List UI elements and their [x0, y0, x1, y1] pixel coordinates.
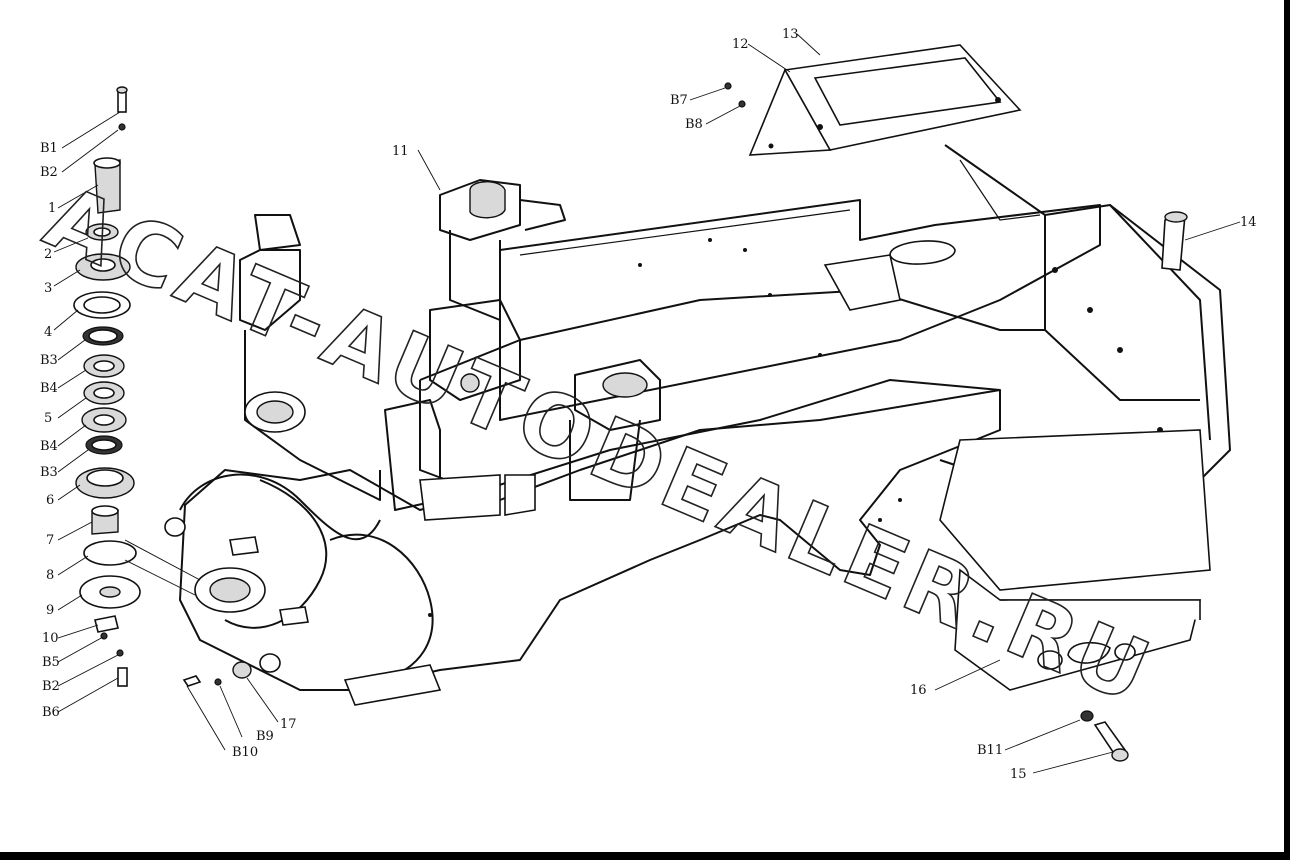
callout-B4-a: B4	[40, 381, 58, 396]
bolt-15	[1080, 710, 1129, 762]
frame-border-right	[1284, 0, 1290, 860]
callout-3: 3	[44, 281, 52, 296]
counterweight-16	[939, 429, 1211, 691]
callout-14: 14	[1240, 215, 1257, 230]
callout-B11: B11	[977, 743, 1003, 758]
callout-16: 16	[910, 683, 927, 698]
frame-border-bottom	[0, 852, 1290, 860]
callout-6: 6	[46, 493, 54, 508]
side-pin-parts	[164, 517, 281, 687]
main-frame	[179, 144, 1231, 706]
callout-9: 9	[46, 603, 54, 618]
pin-14	[1161, 211, 1188, 271]
kingpin-stack	[73, 86, 141, 687]
callout-B4-b: B4	[40, 439, 58, 454]
top-cover-assembly	[748, 44, 1022, 156]
leader-lines	[53, 33, 1241, 774]
callout-8: 8	[46, 568, 54, 583]
callout-15: 15	[1010, 767, 1027, 782]
callout-2: 2	[44, 247, 52, 262]
callout-12: 12	[732, 37, 749, 52]
callout-B3-a: B3	[40, 353, 58, 368]
callout-B8: B8	[685, 117, 703, 132]
cover-screws	[724, 82, 746, 108]
callout-5: 5	[44, 411, 52, 426]
callout-B3-b: B3	[40, 465, 58, 480]
callout-B5: B5	[42, 655, 60, 670]
callout-13: 13	[782, 27, 799, 42]
callout-B2-top: B2	[40, 165, 58, 180]
callout-1: 1	[48, 201, 56, 216]
callout-17: 17	[280, 717, 297, 732]
callout-labels: B1 B2 1 2 3 4 B3 B4 5 B4 B3 6 7 8 9 10 B…	[40, 27, 1257, 782]
callout-B9: B9	[256, 729, 274, 744]
callout-B10: B10	[232, 745, 258, 760]
callout-7: 7	[46, 533, 54, 548]
callout-B2-bottom: B2	[42, 679, 60, 694]
callout-B6: B6	[42, 705, 60, 720]
callout-B1: B1	[40, 141, 58, 156]
callout-10: 10	[42, 631, 59, 646]
callout-11: 11	[392, 144, 409, 159]
callout-4: 4	[44, 325, 52, 340]
callout-B7: B7	[670, 93, 688, 108]
